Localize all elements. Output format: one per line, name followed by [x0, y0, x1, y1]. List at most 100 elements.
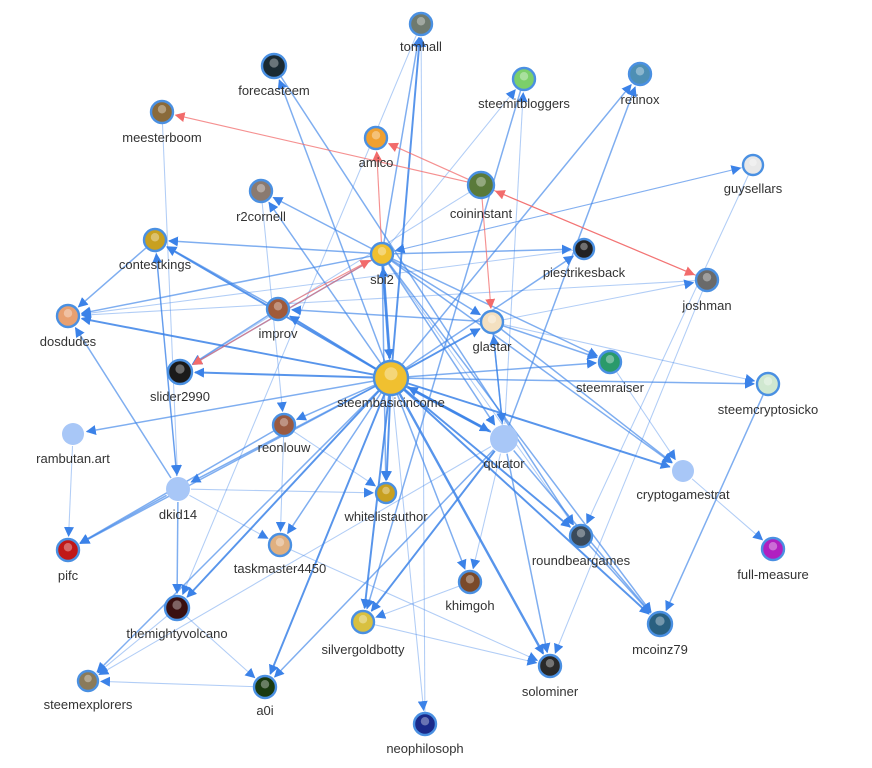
node-qurator[interactable]: qurator	[483, 425, 525, 471]
avatar-icon	[374, 481, 398, 505]
edge-steembasicincome-to-roundbeargames	[404, 388, 571, 528]
node-label: forecasteem	[238, 83, 310, 98]
edge-steembasicincome-to-neophilosoph	[392, 395, 428, 712]
edge-steembasicincome-to-khimgoh	[396, 394, 467, 570]
node-joshman[interactable]: joshman	[681, 267, 732, 313]
red-edge-coininstant-to-meesterboom	[174, 112, 468, 183]
edge-sbi2-to-steemitbloggers	[389, 89, 516, 246]
edge-sbi2-to-mcoinz79	[388, 263, 652, 613]
node-glastar[interactable]: glastar	[472, 309, 512, 354]
avatar-head-shape	[487, 315, 497, 324]
avatar-icon	[363, 125, 389, 151]
nodes-layer: tomhall forecasteem steemitbloggers retinox…	[36, 11, 818, 756]
avatar-icon	[627, 61, 653, 87]
node-label: glastar	[472, 339, 512, 354]
node-reonlouw[interactable]: reonlouw	[258, 412, 311, 455]
avatar-icon	[408, 11, 434, 37]
avatar-head-shape	[420, 717, 430, 726]
edge-joshman-to-solominer	[554, 290, 703, 654]
edge-sbi2-to-dosdudes	[80, 255, 371, 317]
node-tomhall[interactable]: tomhall	[400, 11, 442, 54]
edge-steemitbloggers-to-silvergoldbotty	[364, 90, 522, 610]
edge-qurator-to-steemexplorers	[98, 446, 492, 676]
avatar-head-shape	[279, 418, 289, 427]
avatar-head-shape	[256, 184, 266, 193]
node-piestrikesback[interactable]: piestrikesback	[543, 237, 626, 280]
edge-reonlouw-to-taskmaster4450	[275, 436, 286, 532]
edge-contestkings-to-dkid14	[155, 251, 181, 476]
avatar-head-shape	[702, 273, 712, 282]
edge-steembasicincome-to-themightyvolcano	[186, 390, 380, 598]
node-steemitbloggers[interactable]: steemitbloggers	[478, 66, 570, 111]
node-cryptogamestrat[interactable]: cryptogamestrat	[636, 460, 730, 502]
node-full-measure[interactable]: full-measure	[737, 536, 809, 582]
edge-steembasicincome-to-retinox	[401, 84, 632, 365]
node-label: themightyvolcano	[126, 626, 227, 641]
node-label: dosdudes	[40, 334, 97, 349]
avatar-icon	[537, 653, 563, 679]
node-roundbeargames[interactable]: roundbeargames	[532, 523, 631, 568]
node-label: steemraiser	[576, 380, 645, 395]
node-steemexplorers[interactable]: steemexplorers	[44, 669, 133, 712]
node-label: tomhall	[400, 39, 442, 54]
avatar-head-shape	[580, 242, 588, 251]
edge-dkid14-to-whitelistauthor	[190, 487, 374, 498]
node-dkid14[interactable]: dkid14	[159, 477, 197, 522]
node-dosdudes[interactable]: dosdudes	[40, 303, 97, 349]
edge-qurator-to-silvergoldbotty	[370, 450, 496, 612]
node-dot	[166, 477, 190, 501]
edge-steembasicincome-to-rambutan.art	[85, 380, 374, 435]
avatar-head-shape	[576, 529, 586, 538]
edge-qurator-to-retinox	[508, 86, 637, 426]
node-amico[interactable]: amico	[359, 125, 394, 170]
node-guysellars[interactable]: guysellars	[724, 153, 783, 196]
node-label: coininstant	[450, 206, 513, 221]
edge-steembasicincome-to-cryptogamestrat	[407, 382, 671, 469]
edge-guysellars-to-roundbeargames	[586, 174, 749, 525]
node-contestkings[interactable]: contestkings	[119, 227, 192, 272]
node-themightyvolcano[interactable]: themightyvolcano	[126, 594, 228, 641]
edge-steembasicincome-to-slider2990	[194, 367, 374, 379]
node-taskmaster4450[interactable]: taskmaster4450	[234, 532, 327, 576]
node-coininstant[interactable]: coininstant	[450, 170, 513, 221]
node-label: rambutan.art	[36, 451, 110, 466]
edge-sbi2-to-guysellars	[393, 165, 742, 252]
node-rambutan.art[interactable]: rambutan.art	[36, 423, 110, 466]
node-whitelistauthor[interactable]: whitelistauthor	[343, 481, 428, 524]
edge-sbi2-to-steembasicincome	[381, 265, 394, 360]
avatar-head-shape	[371, 131, 381, 140]
node-label: khimgoh	[445, 598, 494, 613]
node-steemcryptosicko[interactable]: steemcryptosicko	[718, 371, 818, 417]
edge-sbi2-to-roundbeargames	[388, 263, 574, 526]
edge-steembasicincome-to-tomhall	[391, 36, 425, 361]
node-slider2990[interactable]: slider2990	[150, 358, 210, 404]
node-steembasicincome[interactable]: steembasicincome	[337, 359, 445, 410]
node-label: joshman	[681, 298, 731, 313]
node-neophilosoph[interactable]: neophilosoph	[386, 711, 464, 756]
node-mcoinz79[interactable]: mcoinz79	[632, 610, 688, 657]
node-retinox[interactable]: retinox	[620, 61, 660, 107]
avatar-head-shape	[382, 486, 390, 495]
node-steemraiser[interactable]: steemraiser	[576, 349, 645, 395]
node-a0i[interactable]: a0i	[252, 674, 278, 718]
avatar-icon	[511, 66, 537, 92]
node-label: steemitbloggers	[478, 96, 570, 111]
node-meesterboom[interactable]: meesterboom	[122, 99, 202, 145]
node-forecasteem[interactable]: forecasteem	[238, 52, 310, 98]
node-label: steemcryptosicko	[718, 402, 818, 417]
node-sbi2[interactable]: sbi2	[369, 241, 395, 287]
node-label: reonlouw	[258, 440, 311, 455]
edge-qurator-to-solominer	[506, 453, 551, 654]
node-r2cornell[interactable]: r2cornell	[236, 178, 286, 224]
edge-khimgoh-to-silvergoldbotty	[375, 585, 459, 619]
node-solominer[interactable]: solominer	[522, 653, 579, 699]
red-edge-coininstant-to-joshman	[493, 189, 696, 276]
red-edge-sbi2-to-amico	[372, 151, 383, 243]
node-khimgoh[interactable]: khimgoh	[445, 569, 495, 613]
edge-forecasteem-to-roundbeargames	[280, 76, 574, 526]
node-silvergoldbotty[interactable]: silvergoldbotty	[321, 609, 405, 657]
edge-sbi2-to-qurator	[387, 263, 496, 426]
node-improv[interactable]: improv	[258, 296, 298, 341]
node-pifc[interactable]: pifc	[55, 537, 81, 583]
red-edge-coininstant-to-glastar	[481, 198, 496, 309]
